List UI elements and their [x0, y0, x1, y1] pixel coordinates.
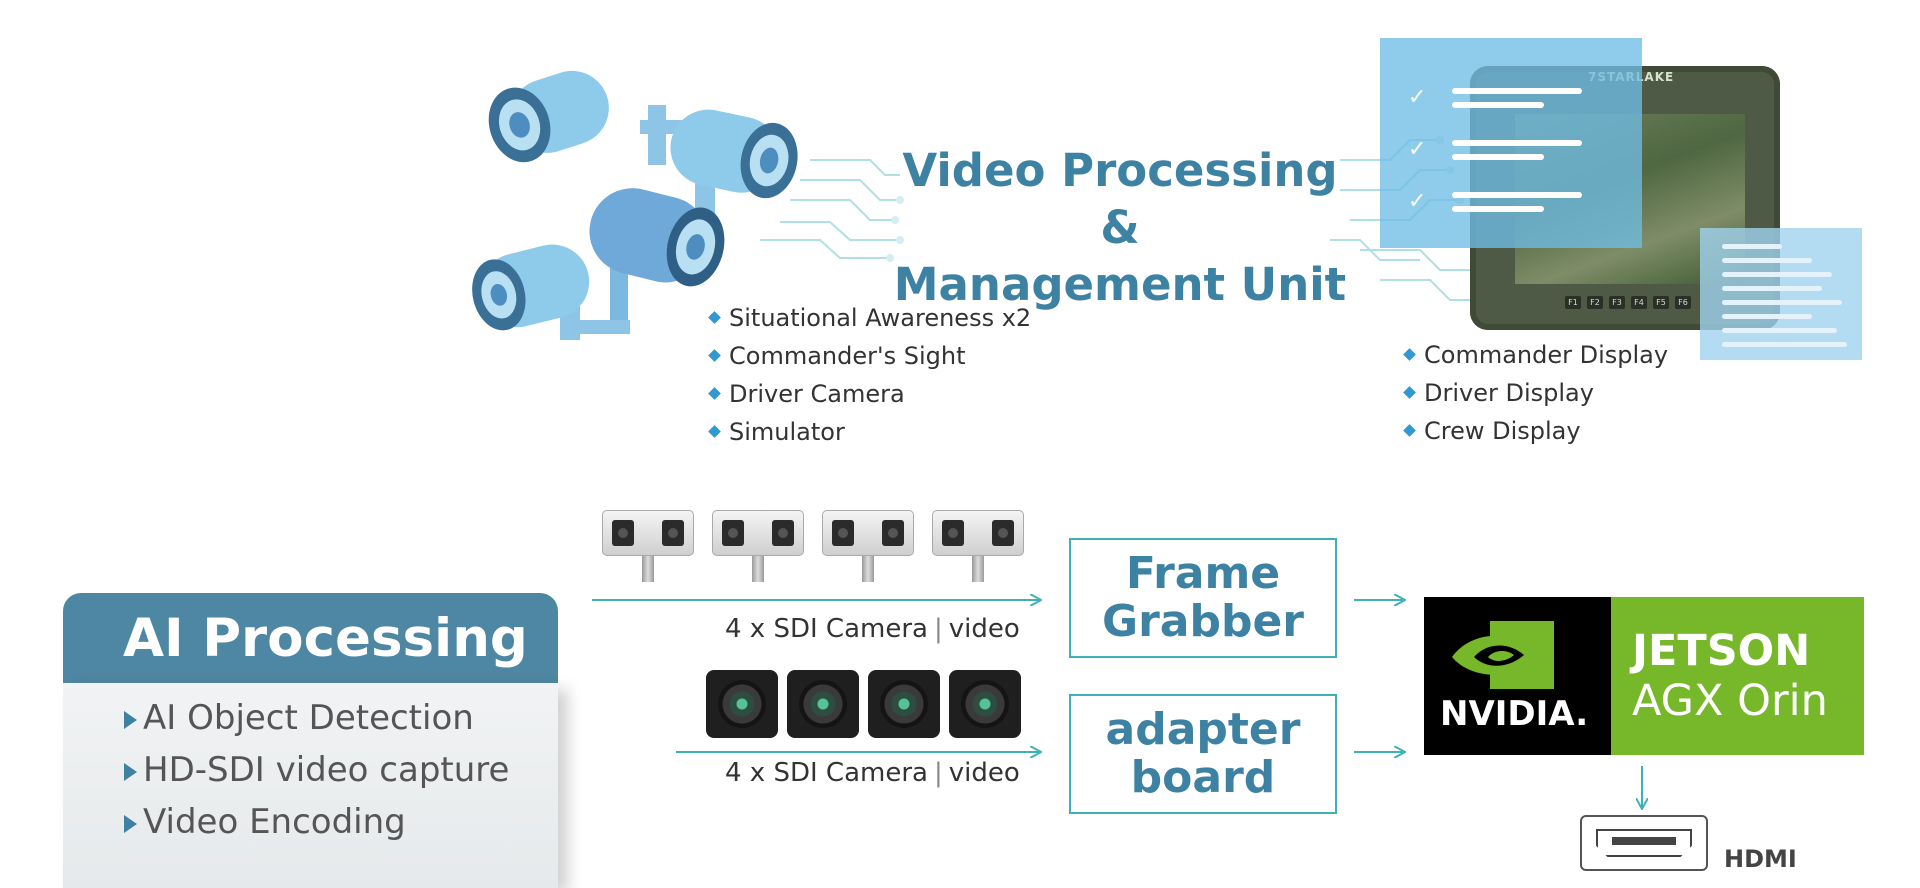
camera-row-label: 4 x SDI Camera|video [725, 614, 1020, 644]
diagram-title-line1: Video Processing & [902, 144, 1338, 254]
list-item: Situational Awareness x2 [708, 299, 1031, 337]
check-row: ✓ [1408, 84, 1628, 114]
security-camera-icon [488, 70, 700, 165]
function-key: F5 [1653, 296, 1669, 309]
tablet-function-keys: F1 F2 F3 F4 F5 F6 [1565, 296, 1691, 309]
diagram-title-line2: Management Unit [893, 258, 1347, 311]
ai-processing-title: AI Processing [63, 593, 558, 683]
frame-grabber-line1: Frame [1125, 548, 1281, 599]
block-camera-icon [787, 670, 859, 738]
document-overlay-panel [1700, 228, 1862, 360]
list-item: Simulator [708, 413, 1031, 451]
adapter-board-box: adapter board [1069, 694, 1337, 814]
list-item: Driver Camera [708, 375, 1031, 413]
security-camera-icon [589, 188, 725, 320]
sdi-camera-icon [822, 510, 914, 582]
triangle-bullet-icon [124, 762, 137, 781]
triangle-bullet-icon [124, 814, 137, 833]
sdi-camera-icon [712, 510, 804, 582]
hdmi-label: HDMI [1724, 845, 1797, 873]
frame-grabber-box: Frame Grabber [1069, 538, 1337, 658]
ai-processing-list: AI Object Detection HD-SDI video capture… [124, 692, 509, 848]
function-key: F4 [1631, 296, 1647, 309]
list-item: Crew Display [1403, 412, 1668, 450]
function-key: F1 [1565, 296, 1581, 309]
jetson-subtitle: AGX Orin [1632, 676, 1828, 726]
output-display-list: Commander Display Driver Display Crew Di… [1403, 336, 1668, 450]
ai-processing-panel [63, 683, 558, 888]
nvidia-eye-logo-icon [1452, 621, 1554, 689]
security-camera-icon [670, 109, 798, 245]
adapter-board-line2: board [1130, 752, 1276, 803]
list-item: Driver Display [1403, 374, 1668, 412]
list-item: HD-SDI video capture [124, 744, 509, 796]
list-item: AI Object Detection [124, 692, 509, 744]
security-cameras-illustration [472, 70, 798, 340]
block-camera-icon [706, 670, 778, 738]
check-row: ✓ [1408, 136, 1628, 166]
triangle-bullet-icon [124, 710, 137, 729]
checkmark-icon: ✓ [1408, 136, 1427, 161]
security-camera-icon [472, 244, 630, 340]
sdi-camera-icon [932, 510, 1024, 582]
block-camera-icon [868, 670, 940, 738]
nvidia-wordmark: NVIDIA. [1440, 694, 1589, 734]
camera-row-label: 4 x SDI Camera|video [725, 758, 1020, 788]
checkmark-icon: ✓ [1408, 84, 1427, 109]
checkmark-icon: ✓ [1408, 188, 1427, 213]
diagram-title: Video Processing & Management Unit [890, 142, 1350, 313]
frame-grabber-line2: Grabber [1101, 596, 1305, 647]
adapter-board-line1: adapter [1105, 704, 1301, 755]
function-key: F3 [1609, 296, 1625, 309]
list-item: Commander's Sight [708, 337, 1031, 375]
sdi-camera-icon [602, 510, 694, 582]
list-item: Commander Display [1403, 336, 1668, 374]
block-camera-icon [949, 670, 1021, 738]
jetson-panel [1611, 597, 1864, 755]
function-key: F6 [1675, 296, 1691, 309]
input-source-list: Situational Awareness x2 Commander's Sig… [708, 299, 1031, 451]
jetson-title: JETSON [1632, 626, 1811, 676]
hdmi-port-icon [1580, 815, 1708, 871]
list-item: Video Encoding [124, 796, 509, 848]
check-row: ✓ [1408, 188, 1628, 218]
checklist-overlay-panel: ✓ ✓ ✓ [1380, 38, 1642, 248]
function-key: F2 [1587, 296, 1603, 309]
